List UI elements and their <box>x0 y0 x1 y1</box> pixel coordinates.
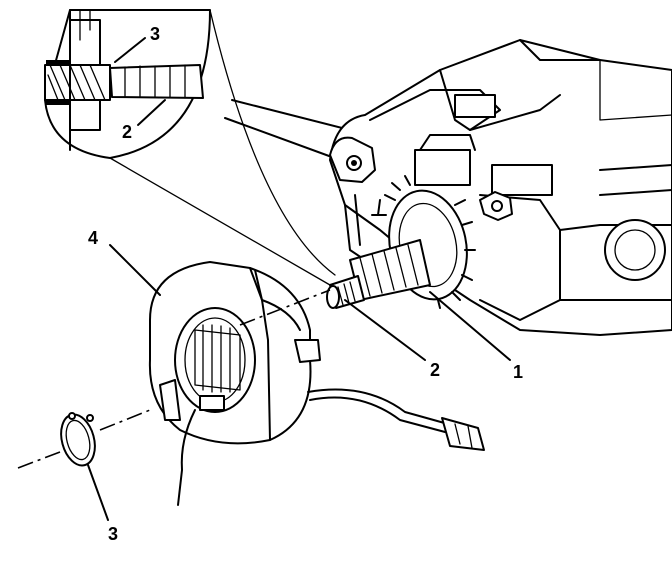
centerline-mid <box>99 409 151 431</box>
pigtail-connector <box>441 417 485 451</box>
housing-switch-block <box>414 149 471 186</box>
callout-1: 1 <box>513 362 523 382</box>
centerline-right <box>239 289 331 326</box>
coil-assembly <box>148 261 485 506</box>
inset-callout-3: 3 <box>150 24 160 44</box>
steering-shaft <box>326 239 431 309</box>
callout-2: 2 <box>430 360 440 380</box>
main-callouts: 4 2 1 3 <box>87 228 523 544</box>
snap-ring <box>60 412 96 467</box>
steering-column-housing <box>224 39 672 336</box>
inset-detail: 3 2 <box>44 9 336 286</box>
coil-pigtail-lower <box>177 409 196 506</box>
housing-side-block <box>491 164 553 196</box>
centerline-left <box>17 451 61 469</box>
coil-pigtail-right <box>309 396 446 433</box>
coil-bottom-tab <box>159 379 181 421</box>
coil-connector-block <box>199 395 225 411</box>
shaft-threaded-end <box>326 285 340 309</box>
callout-3: 3 <box>108 524 118 544</box>
inset-callout-2: 2 <box>122 122 132 142</box>
housing-lock-box <box>454 94 496 118</box>
coil-side-tab <box>294 339 321 363</box>
callout-4: 4 <box>88 228 98 248</box>
housing-round-port <box>604 219 666 281</box>
